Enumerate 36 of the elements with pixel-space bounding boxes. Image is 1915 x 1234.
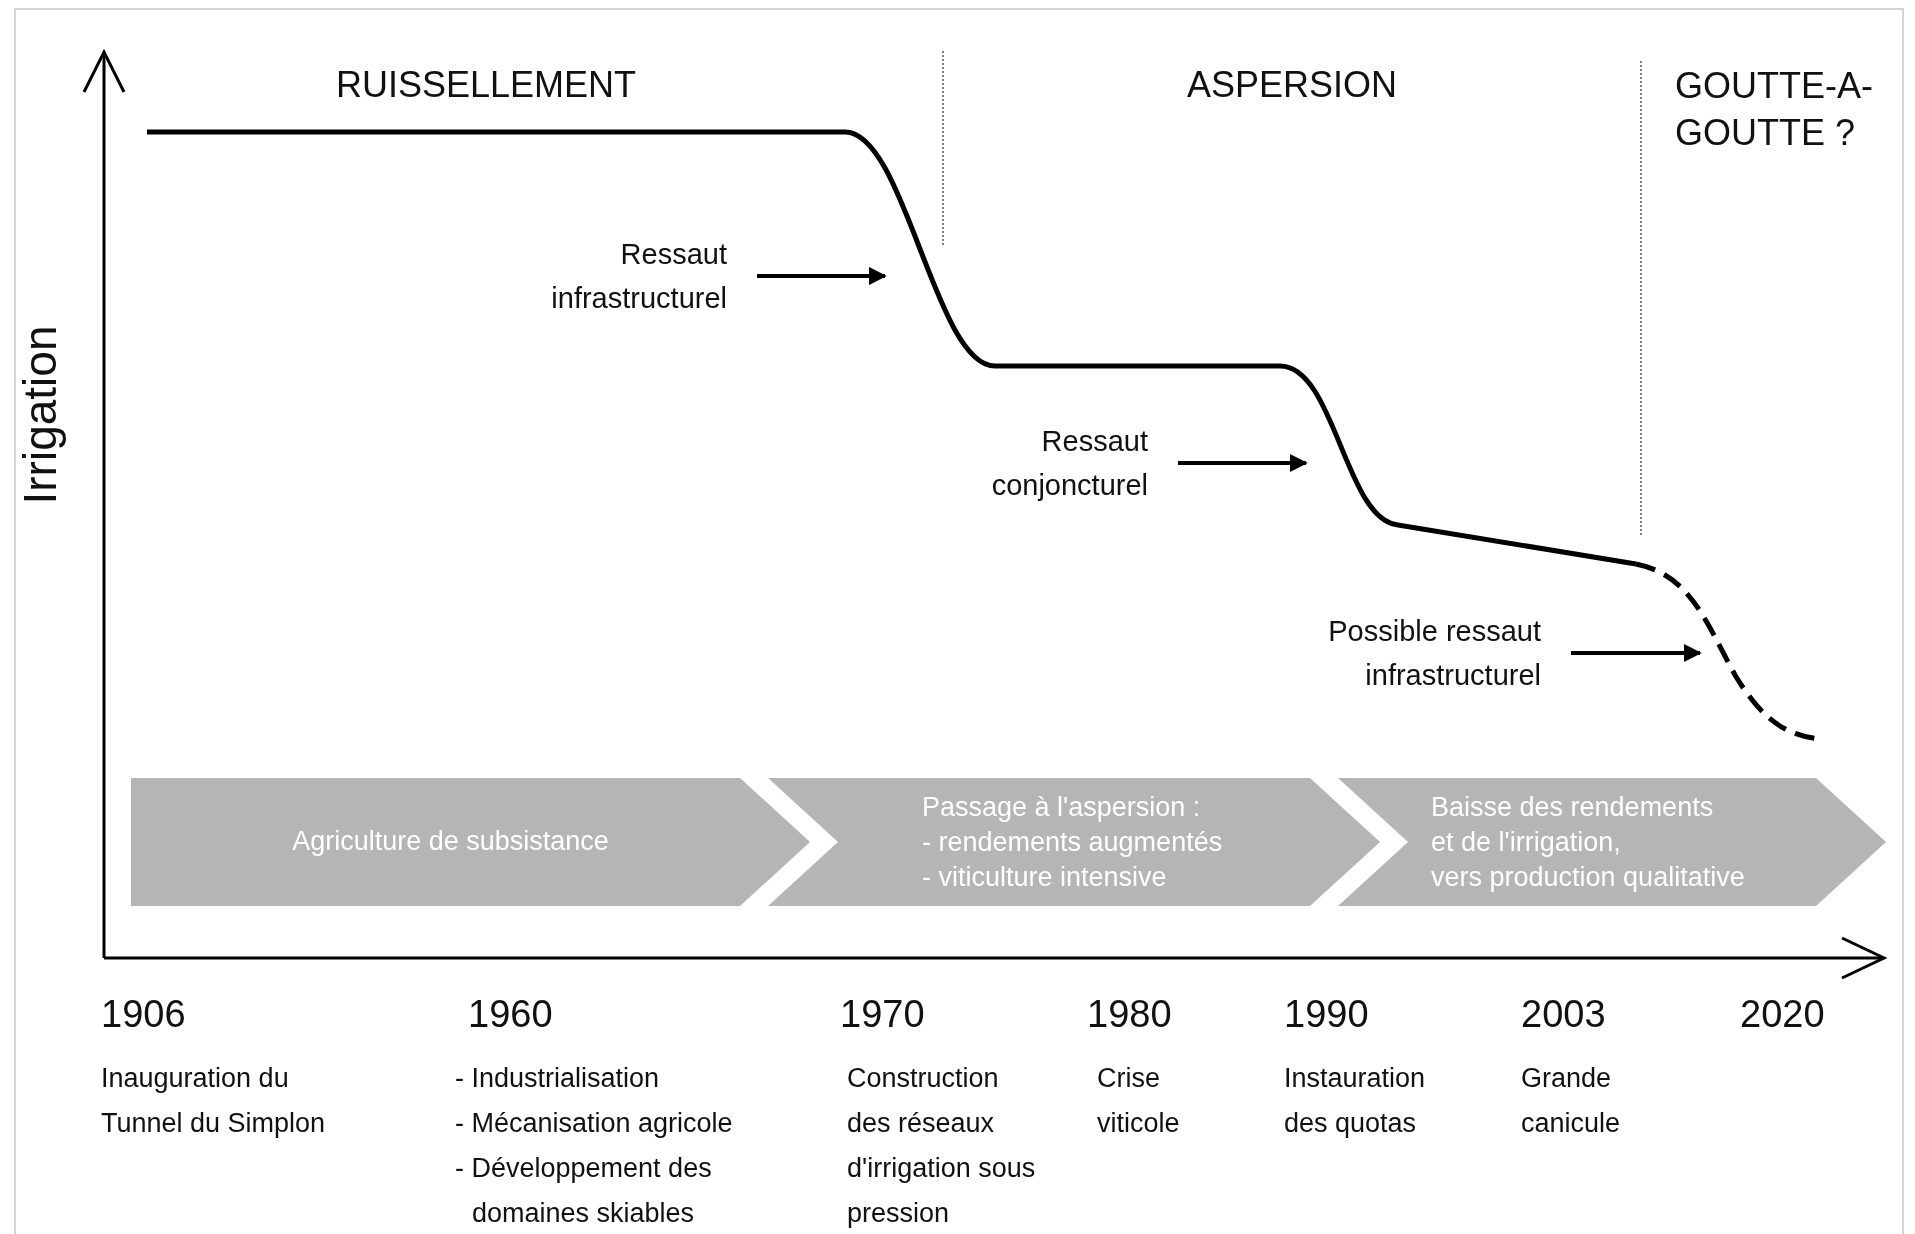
- callout-text: Ressaut conjoncturel: [908, 419, 1178, 507]
- period-heading: ASPERSION: [1185, 63, 1399, 107]
- chevron-band: [768, 778, 1380, 906]
- arrow: [757, 267, 887, 285]
- event-text: Grande canicule: [1521, 1062, 1622, 1140]
- event-text: Crise viticole: [1097, 1062, 1181, 1140]
- year-label: 1990: [1284, 992, 1369, 1037]
- band-text: Passage à l'aspersion :: [922, 791, 1202, 824]
- band-text: vers production qualitative: [1431, 861, 1745, 894]
- event-text: - Mécanisation agricole: [455, 1107, 734, 1140]
- arrow: [1571, 644, 1702, 662]
- event-text: - Industrialisation: [455, 1062, 661, 1095]
- axis-title: Irrigation: [15, 324, 65, 507]
- arrow: [1178, 454, 1308, 472]
- band-text: Baisse des rendements: [1431, 791, 1715, 824]
- event-text: Inauguration du Tunnel du Simplon: [101, 1062, 327, 1140]
- event-text: Construction des réseaux d'irrigation sous pression: [847, 1062, 1037, 1230]
- year-label: 1970: [840, 992, 925, 1037]
- year-label: 2020: [1740, 992, 1825, 1037]
- callout-text: Possible ressaut infrastructurel: [1241, 609, 1571, 697]
- callout-text: Ressaut infrastructurel: [487, 232, 757, 320]
- band-text: Agriculture de subsistance: [291, 825, 610, 858]
- year-label: 1906: [101, 992, 186, 1037]
- band-text: - viticulture intensive: [922, 861, 1168, 894]
- year-label: 1980: [1087, 992, 1172, 1037]
- period-heading: RUISSELLEMENT: [336, 63, 636, 107]
- year-label: 1960: [468, 992, 553, 1037]
- year-label: 2003: [1521, 992, 1606, 1037]
- chevron-band: [1338, 778, 1886, 906]
- event-text: Instauration des quotas: [1284, 1062, 1427, 1140]
- event-text: - Développement des domaines skiables: [455, 1152, 713, 1230]
- band-text: - rendements augmentés: [922, 826, 1223, 859]
- irrigation-curve: [147, 129, 1637, 567]
- period-heading: GOUTTE-A- GOUTTE ?: [1675, 64, 1874, 155]
- chevron-band: [131, 778, 810, 906]
- band-text: et de l'irrigation,: [1431, 826, 1622, 859]
